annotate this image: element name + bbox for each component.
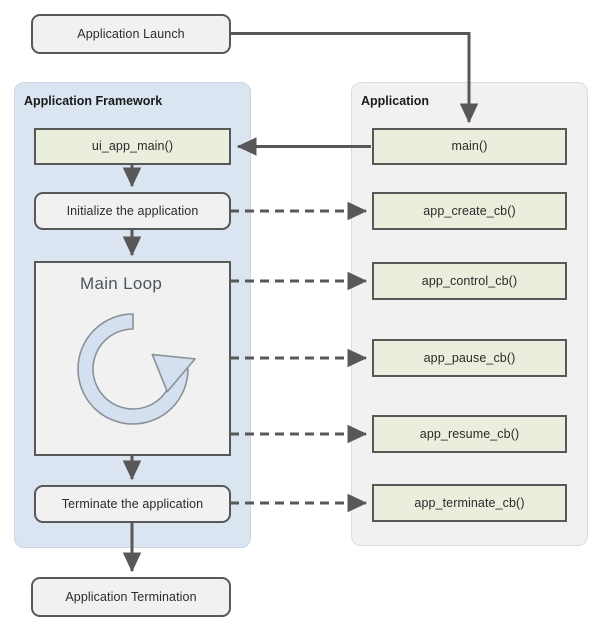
node-terminate-the-application-label: Terminate the application [61,496,204,511]
node-ui-app-main[interactable]: ui_app_main() [34,128,231,165]
node-application-termination-label: Application Termination [65,589,197,604]
panel-application-title: Application [361,94,430,108]
node-app-create-cb[interactable]: app_create_cb() [372,192,567,230]
node-app-pause-cb[interactable]: app_pause_cb() [372,339,567,377]
node-ui-app-main-label: ui_app_main() [91,139,174,154]
node-application-launch-label: Application Launch [77,26,185,41]
node-application-launch[interactable]: Application Launch [31,14,231,54]
node-initialize-the-application[interactable]: Initialize the application [34,192,231,230]
node-app-terminate-cb[interactable]: app_terminate_cb() [372,484,567,522]
node-app-pause-cb-label: app_pause_cb() [423,350,516,365]
node-app-resume-cb-label: app_resume_cb() [419,426,520,441]
node-terminate-the-application[interactable]: Terminate the application [34,485,231,523]
node-app-control-cb-label: app_control_cb() [421,273,518,288]
node-main-label: main() [451,139,488,154]
node-app-create-cb-label: app_create_cb() [423,203,516,218]
node-app-control-cb[interactable]: app_control_cb() [372,262,567,300]
node-app-resume-cb[interactable]: app_resume_cb() [372,415,567,453]
node-application-termination[interactable]: Application Termination [31,577,231,617]
node-main-loop-label: Main Loop [80,274,163,293]
node-initialize-the-application-label: Initialize the application [66,203,199,218]
node-main[interactable]: main() [372,128,567,165]
panel-application-framework-title: Application Framework [24,94,163,108]
circular-loop-arrow-icon [77,313,196,425]
node-app-terminate-cb-label: app_terminate_cb() [414,495,525,510]
